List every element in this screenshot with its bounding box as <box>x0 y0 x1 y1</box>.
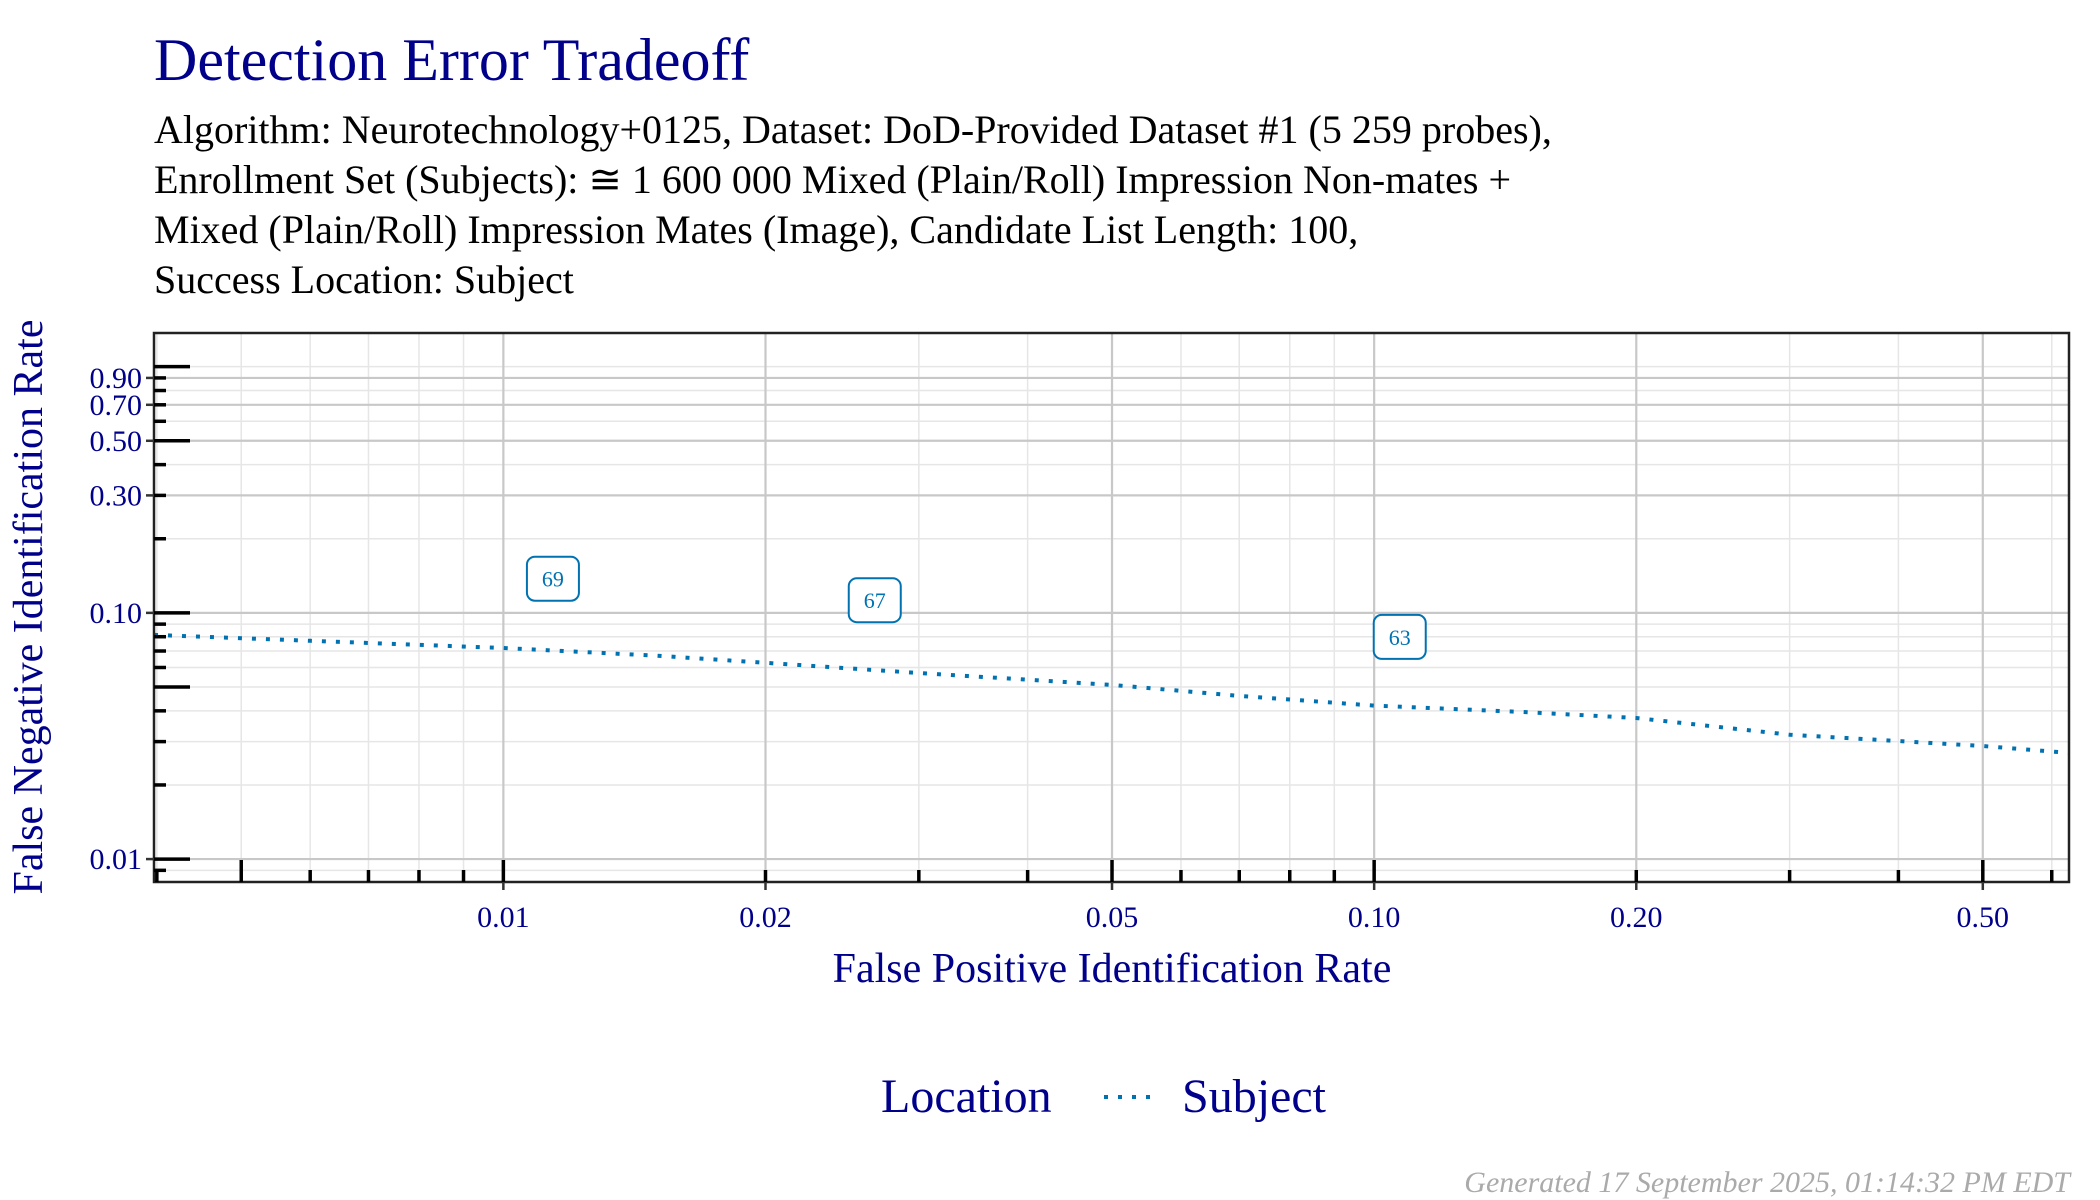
x-tick-label: 0.01 <box>477 901 530 934</box>
x-tick-label: 0.05 <box>1086 901 1139 934</box>
grid <box>154 333 2069 882</box>
annotation-box <box>1372 613 1427 660</box>
x-tick-label: 0.02 <box>739 901 792 934</box>
generated-footer: Generated 17 September 2025, 01:14:32 PM… <box>1464 1166 2072 1199</box>
annotation-box <box>525 555 580 602</box>
y-tick-label: 0.30 <box>90 479 143 512</box>
legend: Location Subject <box>881 1070 1327 1123</box>
y-tick-label: 0.90 <box>90 362 143 395</box>
series-layer <box>153 632 2070 755</box>
subtitle-line: Mixed (Plain/Roll) Impression Mates (Ima… <box>154 207 1358 252</box>
subtitle-line: Algorithm: Neurotechnology+0125, Dataset… <box>154 107 1552 152</box>
x-tick-label: 0.50 <box>1957 901 2010 934</box>
y-axis-label: False Negative Identification Rate <box>6 320 52 895</box>
series-line-subject <box>153 632 2070 755</box>
y-tick-label: 0.10 <box>90 597 143 630</box>
chart-title: Detection Error Tradeoff <box>154 27 749 93</box>
annotation-label: 69 <box>542 567 564 592</box>
subtitle-line: Success Location: Subject <box>154 257 574 302</box>
legend-title: Location <box>881 1070 1052 1123</box>
y-tick-label: 0.50 <box>90 425 143 458</box>
x-tick-label: 0.20 <box>1610 901 1663 934</box>
x-tick-label: 0.10 <box>1348 901 1401 934</box>
annotation-label: 67 <box>864 588 886 613</box>
annotation-box <box>847 577 902 624</box>
y-tick-label: 0.70 <box>90 389 143 422</box>
annotation-layer: 69 67 63 <box>525 555 1427 660</box>
annotation-label: 63 <box>1389 625 1411 650</box>
tick-layer: 0.01 0.02 0.05 0.10 0.20 0.50 0.01 0.10 0.30 0.50… <box>90 362 2054 934</box>
y-tick-label: 0.01 <box>90 843 143 876</box>
chart-subtitle: Algorithm: Neurotechnology+0125, Dataset… <box>154 107 1552 302</box>
subtitle-line: Enrollment Set (Subjects): ≅ 1 600 000 M… <box>154 157 1511 202</box>
x-axis-label: False Positive Identification Rate <box>833 946 1392 992</box>
legend-entry-subject: Subject <box>1182 1070 1327 1123</box>
